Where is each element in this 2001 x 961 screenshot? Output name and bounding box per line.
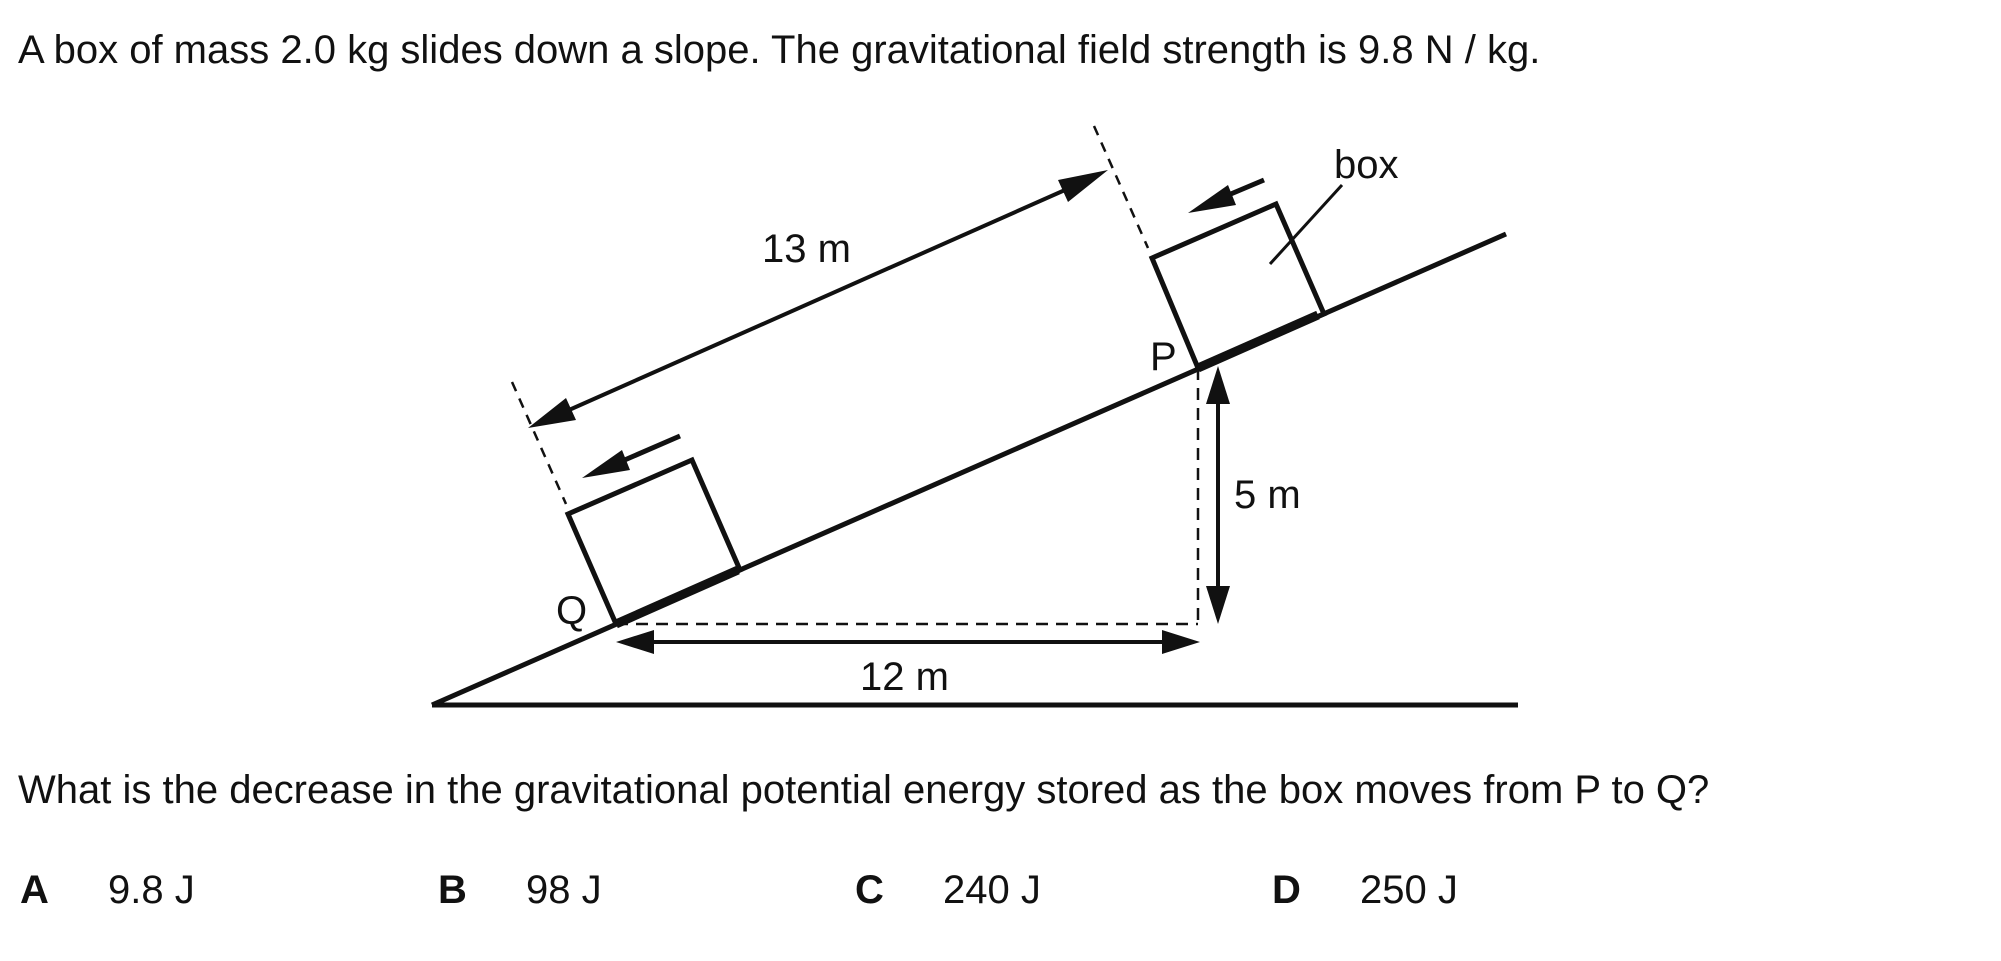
slope-line bbox=[430, 231, 1508, 708]
motion-arrow-lower bbox=[619, 433, 681, 465]
label-vertical: 5 m bbox=[1234, 473, 1301, 517]
horizontal-arrowhead-left-icon bbox=[616, 630, 654, 654]
option-letter: D bbox=[1272, 868, 1301, 912]
box-pointer-line bbox=[1268, 183, 1344, 266]
motion-arrow-upper bbox=[1225, 177, 1265, 199]
option-value: 240 J bbox=[943, 868, 1041, 912]
option-a[interactable]: A 9.8 J bbox=[20, 866, 195, 914]
label-point-q: Q bbox=[556, 589, 587, 633]
horizontal-arrowhead-right-icon bbox=[1162, 630, 1200, 654]
option-b[interactable]: B 98 J bbox=[438, 866, 602, 914]
guide-lower bbox=[510, 381, 568, 505]
option-value: 250 J bbox=[1360, 868, 1458, 912]
vertical-arrowhead-top-icon bbox=[1206, 366, 1230, 404]
slope-length-arrowhead-right-icon bbox=[1058, 170, 1108, 202]
motion-arrowhead-upper-icon bbox=[1188, 185, 1236, 213]
option-letter: C bbox=[855, 868, 884, 912]
slope-length-arrow bbox=[559, 184, 1075, 416]
slope-length-arrowhead-left-icon bbox=[528, 398, 576, 428]
question-prompt: What is the decrease in the gravitationa… bbox=[18, 768, 1710, 812]
option-letter: B bbox=[438, 868, 467, 912]
vertical-arrowhead-bottom-icon bbox=[1206, 586, 1230, 624]
option-c[interactable]: C 240 J bbox=[855, 866, 1041, 914]
option-value: 98 J bbox=[526, 868, 602, 912]
option-value: 9.8 J bbox=[108, 868, 195, 912]
label-box: box bbox=[1334, 143, 1399, 187]
box-lower bbox=[564, 456, 744, 628]
option-letter: A bbox=[20, 868, 49, 912]
label-horizontal: 12 m bbox=[860, 655, 949, 699]
label-slope-length: 13 m bbox=[762, 227, 851, 271]
option-d[interactable]: D 250 J bbox=[1272, 866, 1458, 914]
guide-upper bbox=[1092, 125, 1150, 249]
box-upper bbox=[1148, 200, 1328, 372]
label-point-p: P bbox=[1150, 335, 1177, 379]
question-intro: A box of mass 2.0 kg slides down a slope… bbox=[18, 28, 1541, 72]
motion-arrowhead-lower-icon bbox=[582, 450, 630, 478]
